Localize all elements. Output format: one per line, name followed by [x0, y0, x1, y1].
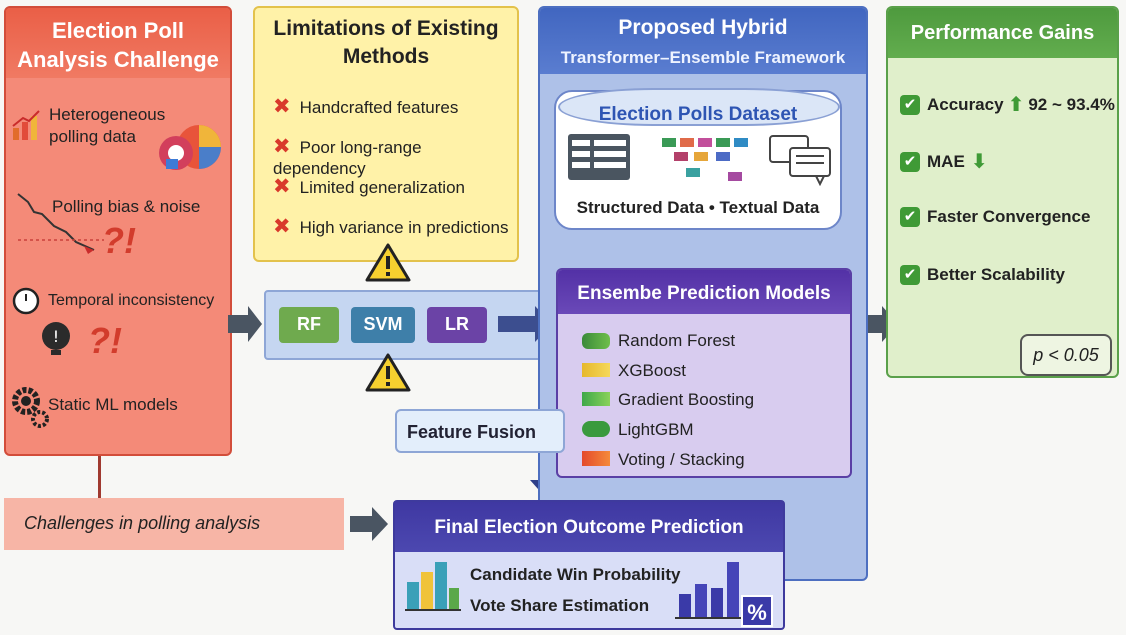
check-icon: ✔: [900, 151, 920, 172]
percent-badge: %: [741, 595, 773, 627]
model-item: Voting / Stacking: [618, 450, 745, 469]
challenges-banner: Challenges in polling analysis: [4, 498, 344, 550]
chat-bubbles-icon: [769, 135, 831, 186]
falling-trend-icon: [17, 193, 104, 254]
gains-panel-title: Performance Gains: [910, 22, 1095, 44]
ensemble-panel-title: Ensembe Prediction Models: [577, 283, 831, 304]
gains-panel: Performance Gains ✔ Accuracy ⬆ 92 ~ 93.4…: [886, 6, 1119, 378]
x-icon: ✖: [273, 175, 291, 198]
model-item: LightGBM: [618, 420, 694, 439]
arrow-up-icon: ⬆: [1007, 94, 1025, 116]
challenge-panel-header: [6, 8, 230, 78]
arrow-down-icon: ⬇: [970, 151, 988, 173]
limitation-item: ✖Limited generalization: [273, 175, 465, 198]
warning-icon: [365, 243, 411, 282]
dataset-subtitle: Structured Data • Textual Data: [576, 198, 820, 217]
p-value-badge: p < 0.05: [1020, 334, 1112, 376]
framework-panel-header: [540, 8, 866, 74]
challenge-panel: Election Poll Analysis Challenge Heterog…: [4, 6, 232, 456]
challenge-item-static: Static ML models: [48, 395, 178, 414]
warning-icon-2: [365, 353, 411, 392]
gain-item-convergence: ✔ Faster Convergence: [900, 207, 1090, 227]
limitations-panel: Limitations of Existing Methods ✖Handcra…: [253, 6, 519, 262]
x-icon: ✖: [273, 215, 291, 238]
framework-panel-subtitle: Transformer–Ensemble Framework: [560, 48, 846, 67]
limitation-item: ✖Poor long-range dependency: [273, 135, 422, 178]
database-cap: [558, 88, 840, 126]
forest-icon: [582, 333, 610, 349]
challenge-item-temporal: Temporal inconsistency: [48, 292, 215, 309]
dataset-title: Election Polls Dataset: [598, 104, 798, 125]
check-icon: ✔: [900, 94, 920, 115]
final-prediction-header: [395, 502, 783, 552]
feature-fusion-label: Feature Fusion: [407, 422, 537, 442]
check-icon: ✔: [900, 265, 920, 285]
feature-fusion-box: Feature Fusion: [395, 409, 565, 453]
xgboost-icon: [582, 363, 610, 377]
gains-panel-header: [888, 8, 1117, 58]
lightgbm-icon: [582, 421, 610, 437]
gain-item-scalability: ✔ Better Scalability: [900, 265, 1065, 285]
model-item: Random Forest: [618, 331, 736, 350]
challenge-panel-title: Election Poll Analysis Challenge: [17, 18, 219, 72]
limitation-item: ✖Handcrafted features: [273, 95, 459, 118]
final-item-vote-share: Vote Share Estimation: [470, 596, 650, 615]
model-item: XGBoost: [618, 361, 687, 380]
challenge-item-heterogeneous: Heterogeneous polling data: [49, 105, 166, 146]
dataset-box: Election Polls Dataset Structured Data •…: [554, 88, 842, 230]
table-icon: [568, 134, 630, 180]
ensemble-panel-header: [558, 270, 850, 314]
gears-icon: [12, 387, 49, 428]
gain-item-accuracy: ✔ Accuracy ⬆ 92 ~ 93.4%: [900, 92, 1115, 117]
svg-text:!: !: [53, 327, 59, 346]
challenges-label: Challenges in polling analysis: [24, 513, 261, 533]
ensemble-panel: Ensembe Prediction Models Random Forest …: [556, 268, 852, 478]
lightbulb-icon: !: [42, 322, 70, 355]
data-blocks-icon: [662, 138, 748, 181]
final-item-win-probability: Candidate Win Probability: [470, 565, 681, 584]
model-item: Gradient Boosting: [618, 390, 755, 409]
framework-panel-title: Proposed Hybrid: [618, 16, 788, 39]
gradient-boosting-icon: [582, 392, 610, 406]
rf-button[interactable]: RF: [279, 307, 339, 343]
svm-button[interactable]: SVM: [351, 307, 415, 343]
bar-chart-icon: [405, 562, 461, 611]
question-exclaim-mark-2: ?!: [88, 320, 122, 361]
clock-icon: [12, 287, 40, 315]
connector-line: [98, 456, 101, 498]
final-prediction-panel: Final Election Outcome Prediction Candid…: [393, 500, 785, 630]
limitations-panel-title: Limitations of Existing Methods: [273, 17, 499, 68]
check-icon: ✔: [900, 207, 920, 227]
question-exclaim-mark: ?!: [102, 220, 136, 261]
x-icon: ✖: [273, 95, 291, 118]
x-icon: ✖: [273, 135, 291, 158]
voting-icon: [582, 451, 610, 466]
vote-share-chart-icon: [675, 562, 745, 619]
final-prediction-title: Final Election Outcome Prediction: [434, 517, 744, 538]
bar-trend-icon: [12, 110, 40, 140]
limitation-item: ✖High variance in predictions: [273, 215, 509, 238]
lr-button[interactable]: LR: [427, 307, 487, 343]
challenge-item-bias: Polling bias & noise: [52, 197, 201, 216]
pie-chart-icon: [159, 125, 221, 170]
gain-item-mae: ✔ MAE ⬇: [900, 149, 988, 174]
